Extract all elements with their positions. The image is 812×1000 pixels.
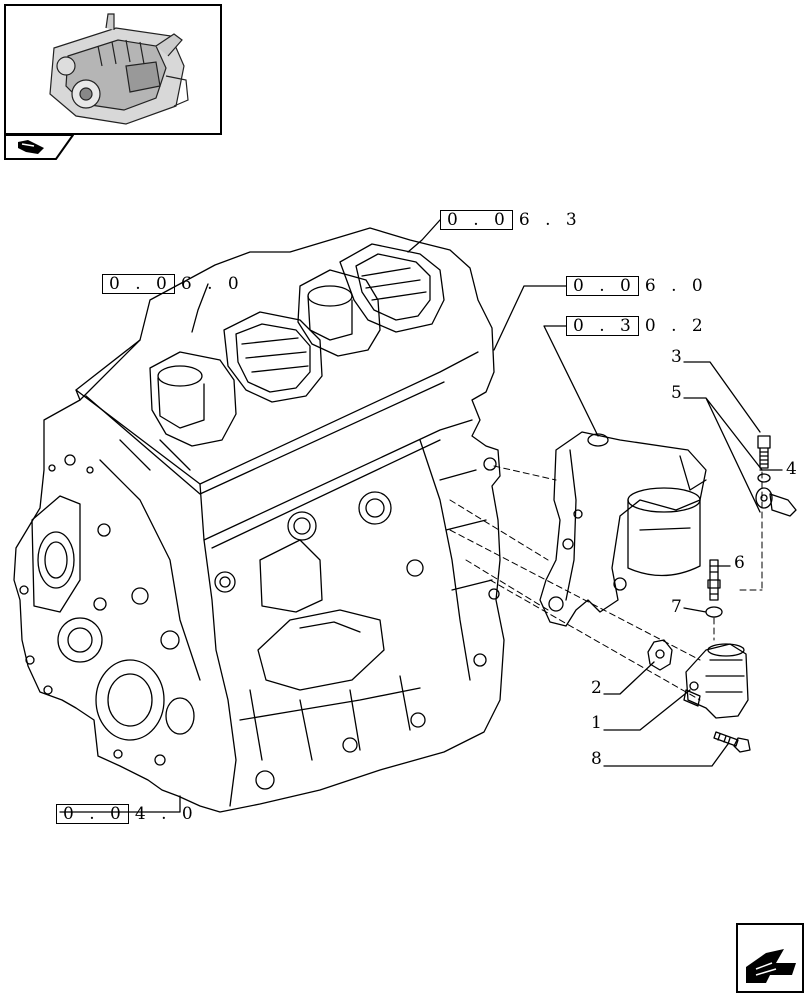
next-page-arrow-icon[interactable] [736,923,804,993]
callout-number: 7 [671,597,682,617]
oil-filter-support [539,431,707,627]
fuel-pump [685,643,749,719]
rocker-cover-1 [149,351,237,447]
rocker-cover-3 [297,269,381,357]
engine-thumbnail-icon[interactable] [4,4,222,135]
callout-number: 6 [734,553,745,573]
callout-number: 1 [591,713,602,733]
book-tab-icon[interactable] [4,134,75,160]
rocker-cover-4 [339,243,445,333]
callout-number: 8 [591,749,602,769]
gasket [647,639,673,671]
callout-number: 2 [591,678,602,698]
callout-number: 5 [671,383,682,403]
callout-number: 3 [671,347,682,367]
rocker-cover-2 [223,311,323,403]
engine-block-outline [13,227,505,813]
callout-number: 4 [786,459,797,479]
